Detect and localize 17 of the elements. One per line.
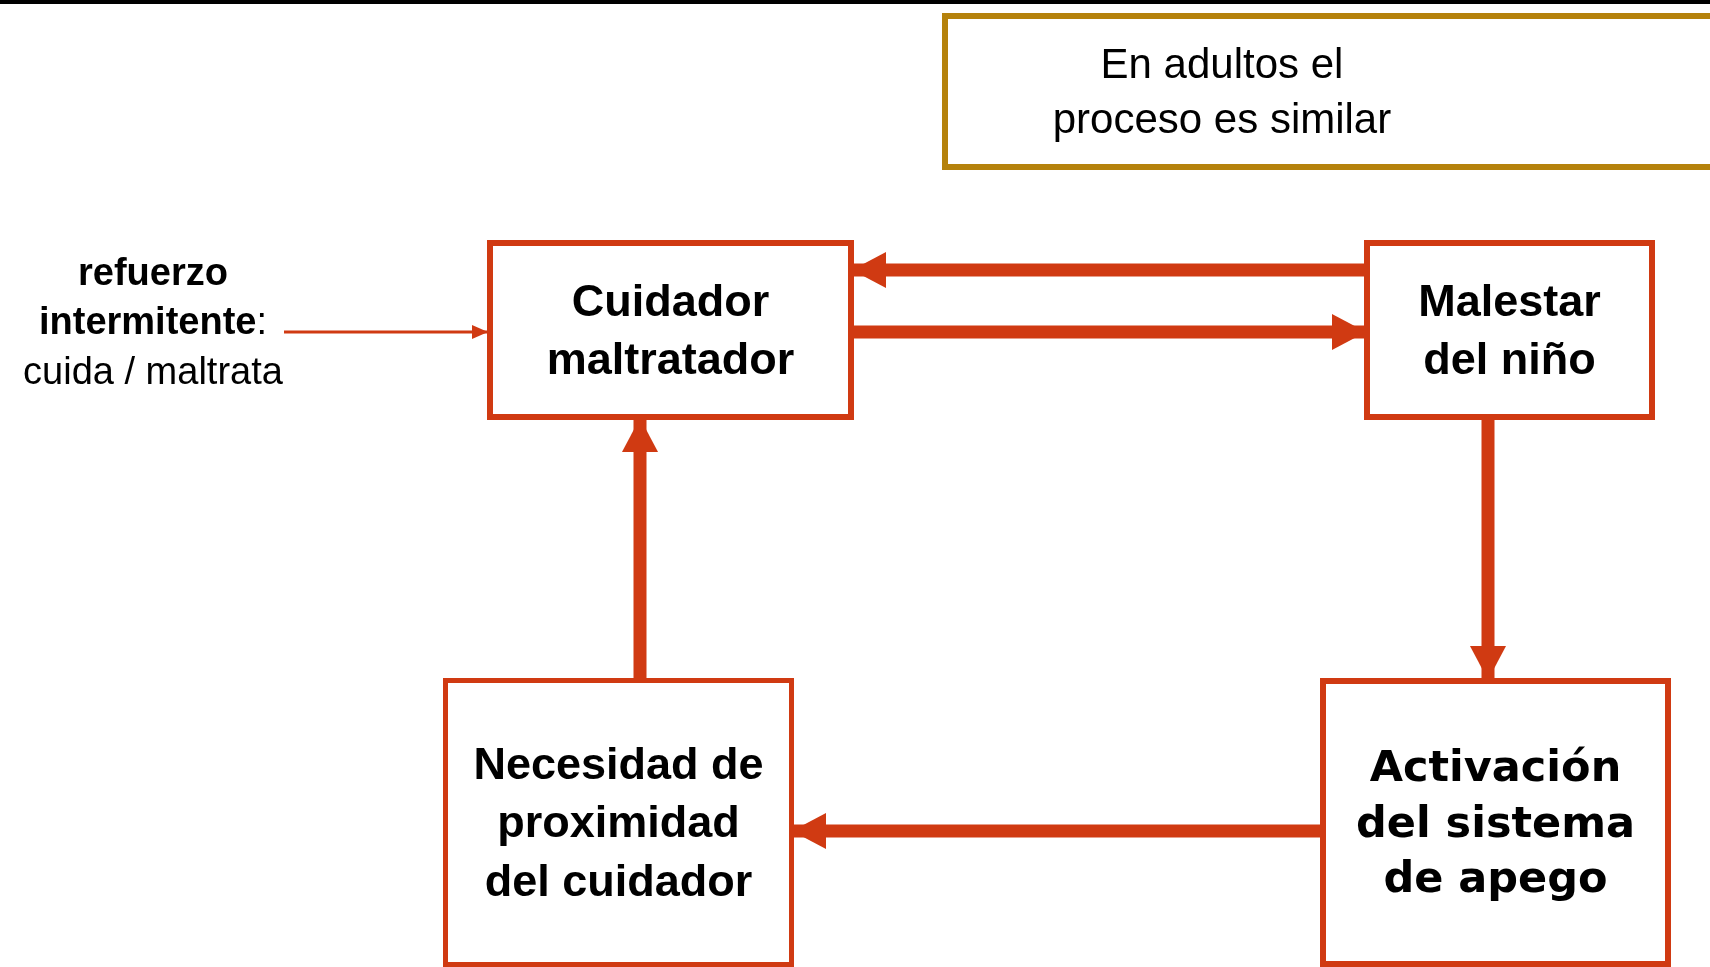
box-label: Malestar del niño — [1417, 273, 1602, 386]
box-label: Necesidad de proximidad del cuidador — [472, 736, 765, 908]
process-box — [1364, 240, 1655, 420]
arrow — [852, 252, 1364, 288]
arrow — [792, 813, 1320, 849]
note-text: refuerzo intermitente: cuida / maltrata — [22, 249, 284, 394]
arrow — [284, 325, 488, 339]
arrow — [622, 418, 658, 678]
process-box — [487, 240, 854, 420]
arrow — [1470, 420, 1506, 680]
process-box — [443, 678, 794, 967]
note-box — [942, 13, 1710, 170]
box-label: Activación del sistema de apego — [1354, 739, 1637, 905]
box-label: Cuidador maltratador — [545, 273, 796, 386]
arrow — [854, 314, 1366, 350]
process-box — [1320, 678, 1671, 967]
box-label: En adultos el proceso es similar — [1051, 38, 1393, 144]
